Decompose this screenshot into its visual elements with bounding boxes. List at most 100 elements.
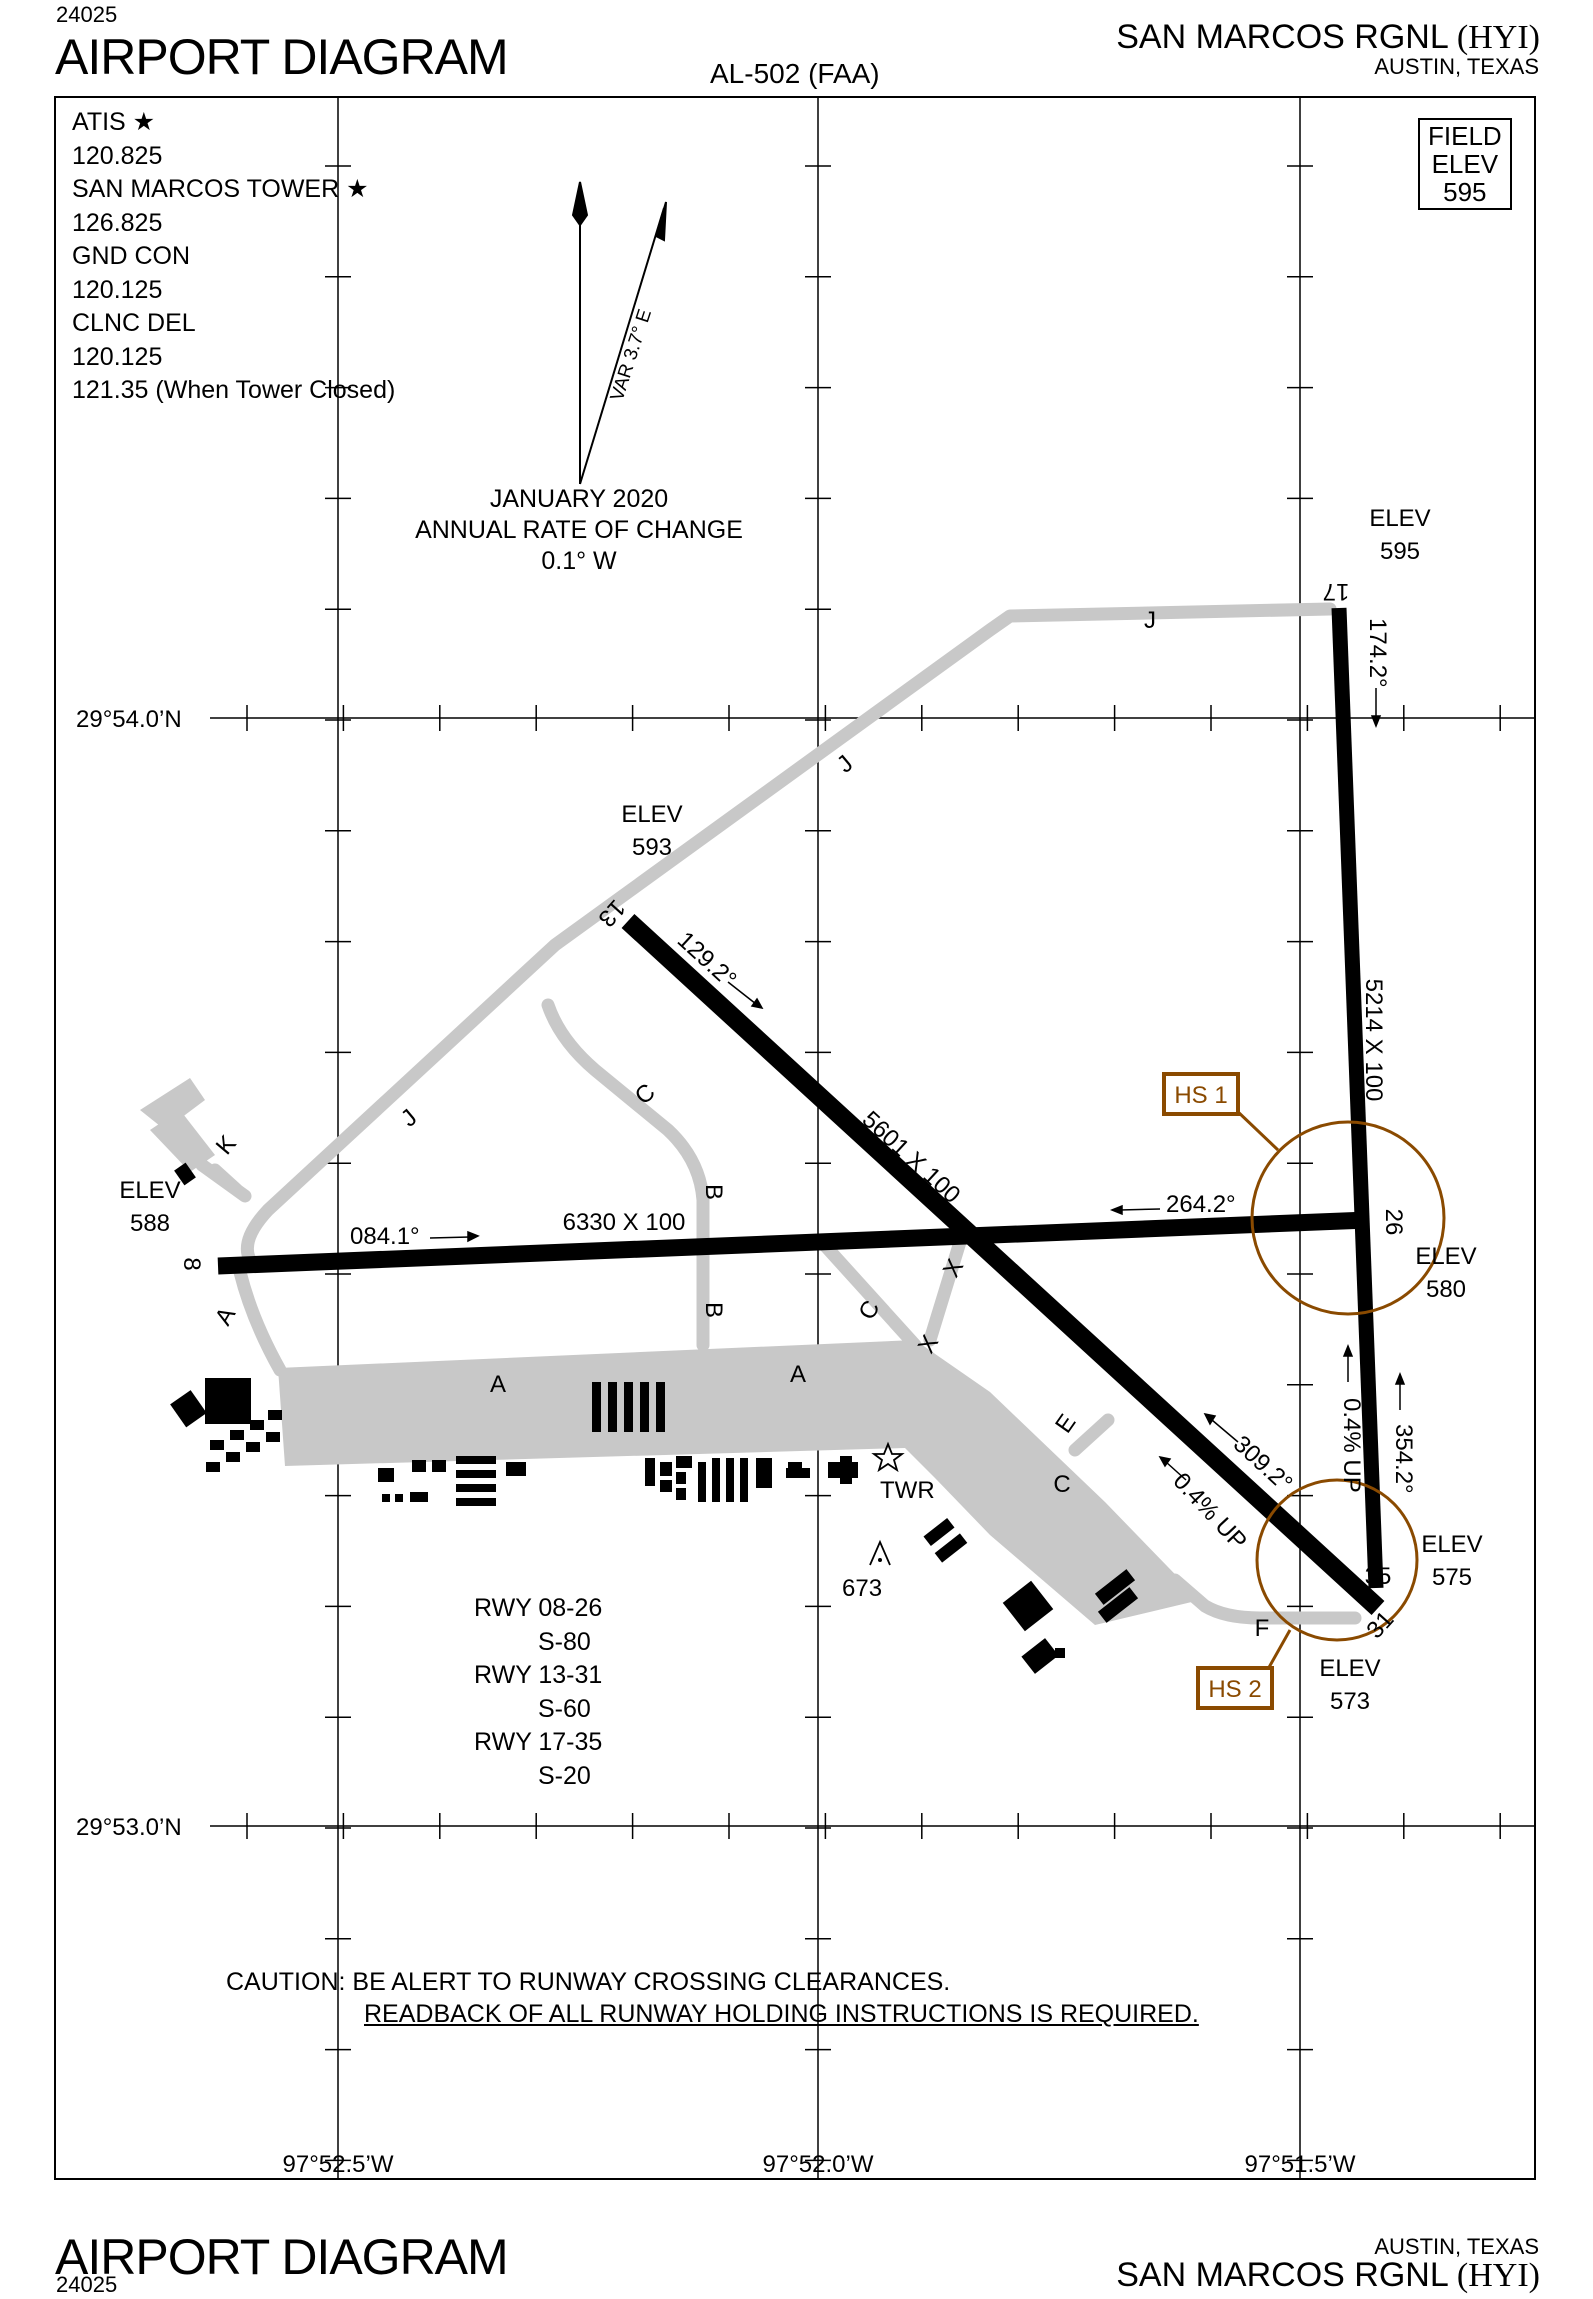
chart-title-top: AIRPORT DIAGRAM xyxy=(55,29,509,85)
caution-line-1: CAUTION: BE ALERT TO RUNWAY CROSSING CLE… xyxy=(226,1968,951,1996)
hangar xyxy=(1097,1587,1139,1623)
taxiway-k xyxy=(195,1158,252,1203)
freq-tower: 126.825 xyxy=(72,208,163,237)
hot-spot-circle-1 xyxy=(1250,1120,1446,1316)
longitude-label: 97°51.5’W xyxy=(1245,2151,1356,2178)
elevation-label: ELEV xyxy=(1369,505,1430,532)
longitude-label: 97°52.0’W xyxy=(763,2151,874,2178)
airport-name-top: SAN MARCOS RGNL (HYI) xyxy=(1116,18,1540,57)
hangar xyxy=(456,1484,496,1492)
hot-spot-leader-1 xyxy=(1234,1108,1280,1152)
hangar xyxy=(1055,1648,1065,1658)
runway-end-35: 35 xyxy=(1365,1563,1392,1590)
elevation-value: 575 xyxy=(1432,1564,1472,1591)
runway-17-35 xyxy=(1331,607,1384,1589)
hot-spot-circles xyxy=(1234,1108,1446,1679)
variation-rate: 0.1° W xyxy=(541,547,617,575)
elevation-value: 593 xyxy=(632,834,672,861)
hangar xyxy=(456,1498,496,1506)
hot-spot-box-1 xyxy=(1162,1072,1240,1116)
t-hangar xyxy=(624,1382,633,1432)
strength-rwy: RWY 08-26 xyxy=(474,1594,603,1622)
hangar xyxy=(506,1462,526,1476)
hangar xyxy=(246,1442,260,1452)
taxiway-j xyxy=(240,602,1337,1267)
field-elevation-box: FIELD ELEV 595 xyxy=(1418,118,1512,210)
hangar xyxy=(756,1458,772,1488)
tower-symbol xyxy=(871,1441,905,1473)
hangar xyxy=(1021,1638,1059,1674)
obstacle-symbol xyxy=(869,1539,891,1566)
hangar xyxy=(456,1456,496,1464)
hangar xyxy=(230,1430,244,1440)
airport-name-text: SAN MARCOS RGNL xyxy=(1116,2256,1448,2294)
hangar xyxy=(456,1470,496,1478)
hangar xyxy=(250,1420,264,1430)
freq-atis: 120.825 xyxy=(72,141,163,170)
elevation-value: 573 xyxy=(1330,1688,1370,1715)
grid-ticks xyxy=(246,165,1501,2162)
city-state-bottom: AUSTIN, TEXAS xyxy=(1374,2234,1539,2259)
hangar xyxy=(645,1458,655,1486)
buildings xyxy=(170,1162,1139,1674)
gradient-17-35: 0.4% UP xyxy=(1338,1398,1365,1493)
hangar xyxy=(268,1410,282,1420)
hangar xyxy=(934,1533,968,1563)
runway-end-8: 8 xyxy=(178,1257,205,1270)
taxiway-c-b-north xyxy=(541,998,710,1352)
runway-17-35-dimensions: 5214 X 100 xyxy=(1360,979,1387,1102)
hot-spot-label-1: HS 1 xyxy=(1174,1082,1227,1109)
heading-arrow-084 xyxy=(429,1236,471,1239)
procedure-number-top: 24025 xyxy=(56,2,118,27)
latitude-label: 29°53.0’N xyxy=(76,1814,182,1841)
taxiway-x xyxy=(923,1235,967,1347)
taxiway-label: A xyxy=(210,1303,241,1330)
taxiway-label: J xyxy=(1144,607,1156,634)
variation-rate-label: ANNUAL RATE OF CHANGE xyxy=(415,516,743,544)
field-elev-label: FIELD xyxy=(1428,121,1502,151)
direction-arrows xyxy=(429,688,1406,1481)
taxiway-label: F xyxy=(1255,1615,1270,1642)
freq-ctaf: 121.35 (When Tower Closed) xyxy=(72,376,396,404)
hangar xyxy=(1094,1569,1136,1605)
field-elev-value: 595 xyxy=(1443,177,1487,207)
hangar xyxy=(676,1456,692,1468)
runway-08-26-dimensions: 6330 X 100 xyxy=(563,1209,686,1236)
hangar xyxy=(1002,1580,1054,1632)
airport-name-text: SAN MARCOS RGNL xyxy=(1116,18,1448,56)
t-hangar xyxy=(640,1382,649,1432)
hangar xyxy=(923,1518,955,1546)
hangar xyxy=(726,1458,734,1502)
runway-end-31: 31 xyxy=(1361,1606,1399,1644)
procedure-number-bottom: 24025 xyxy=(56,2272,118,2297)
freq-clearance: 120.125 xyxy=(72,342,163,371)
t-hangar xyxy=(656,1382,665,1432)
caution-line-2: READBACK OF ALL RUNWAY HOLDING INSTRUCTI… xyxy=(364,2000,1199,2028)
taxiway-label: B xyxy=(700,1302,727,1318)
chart-reference: AL-502 (FAA) xyxy=(710,58,880,89)
var-arrows xyxy=(571,181,667,485)
hangar xyxy=(712,1458,720,1502)
apron-areas xyxy=(140,1078,1200,1625)
k-apron-2 xyxy=(150,1110,215,1172)
strength-value: S-60 xyxy=(538,1694,591,1723)
field-elev-label-2: ELEV xyxy=(1431,149,1499,179)
magnetic-north-arrow xyxy=(654,201,667,242)
elevation-label: ELEV xyxy=(1415,1243,1476,1270)
hot-spot-box-2 xyxy=(1196,1666,1274,1710)
runway-08-26 xyxy=(217,1211,1369,1275)
hangar xyxy=(698,1462,706,1502)
heading-arrow-264 xyxy=(1119,1208,1161,1211)
hangar xyxy=(226,1452,240,1462)
label-backdrop xyxy=(70,702,200,732)
airport-name-bottom: SAN MARCOS RGNL (HYI) xyxy=(1116,2256,1540,2295)
airport-id-text: (HYI) xyxy=(1456,2257,1540,2294)
t-hangar xyxy=(592,1382,601,1432)
freq-atis-label: ATIS ★ xyxy=(72,108,156,136)
hangar xyxy=(676,1488,686,1500)
tower-label: TWR xyxy=(880,1477,935,1504)
heading-174: 174.2° xyxy=(1364,618,1391,688)
freq-clearance-label: CLNC DEL xyxy=(72,309,196,337)
hangar xyxy=(205,1378,251,1424)
